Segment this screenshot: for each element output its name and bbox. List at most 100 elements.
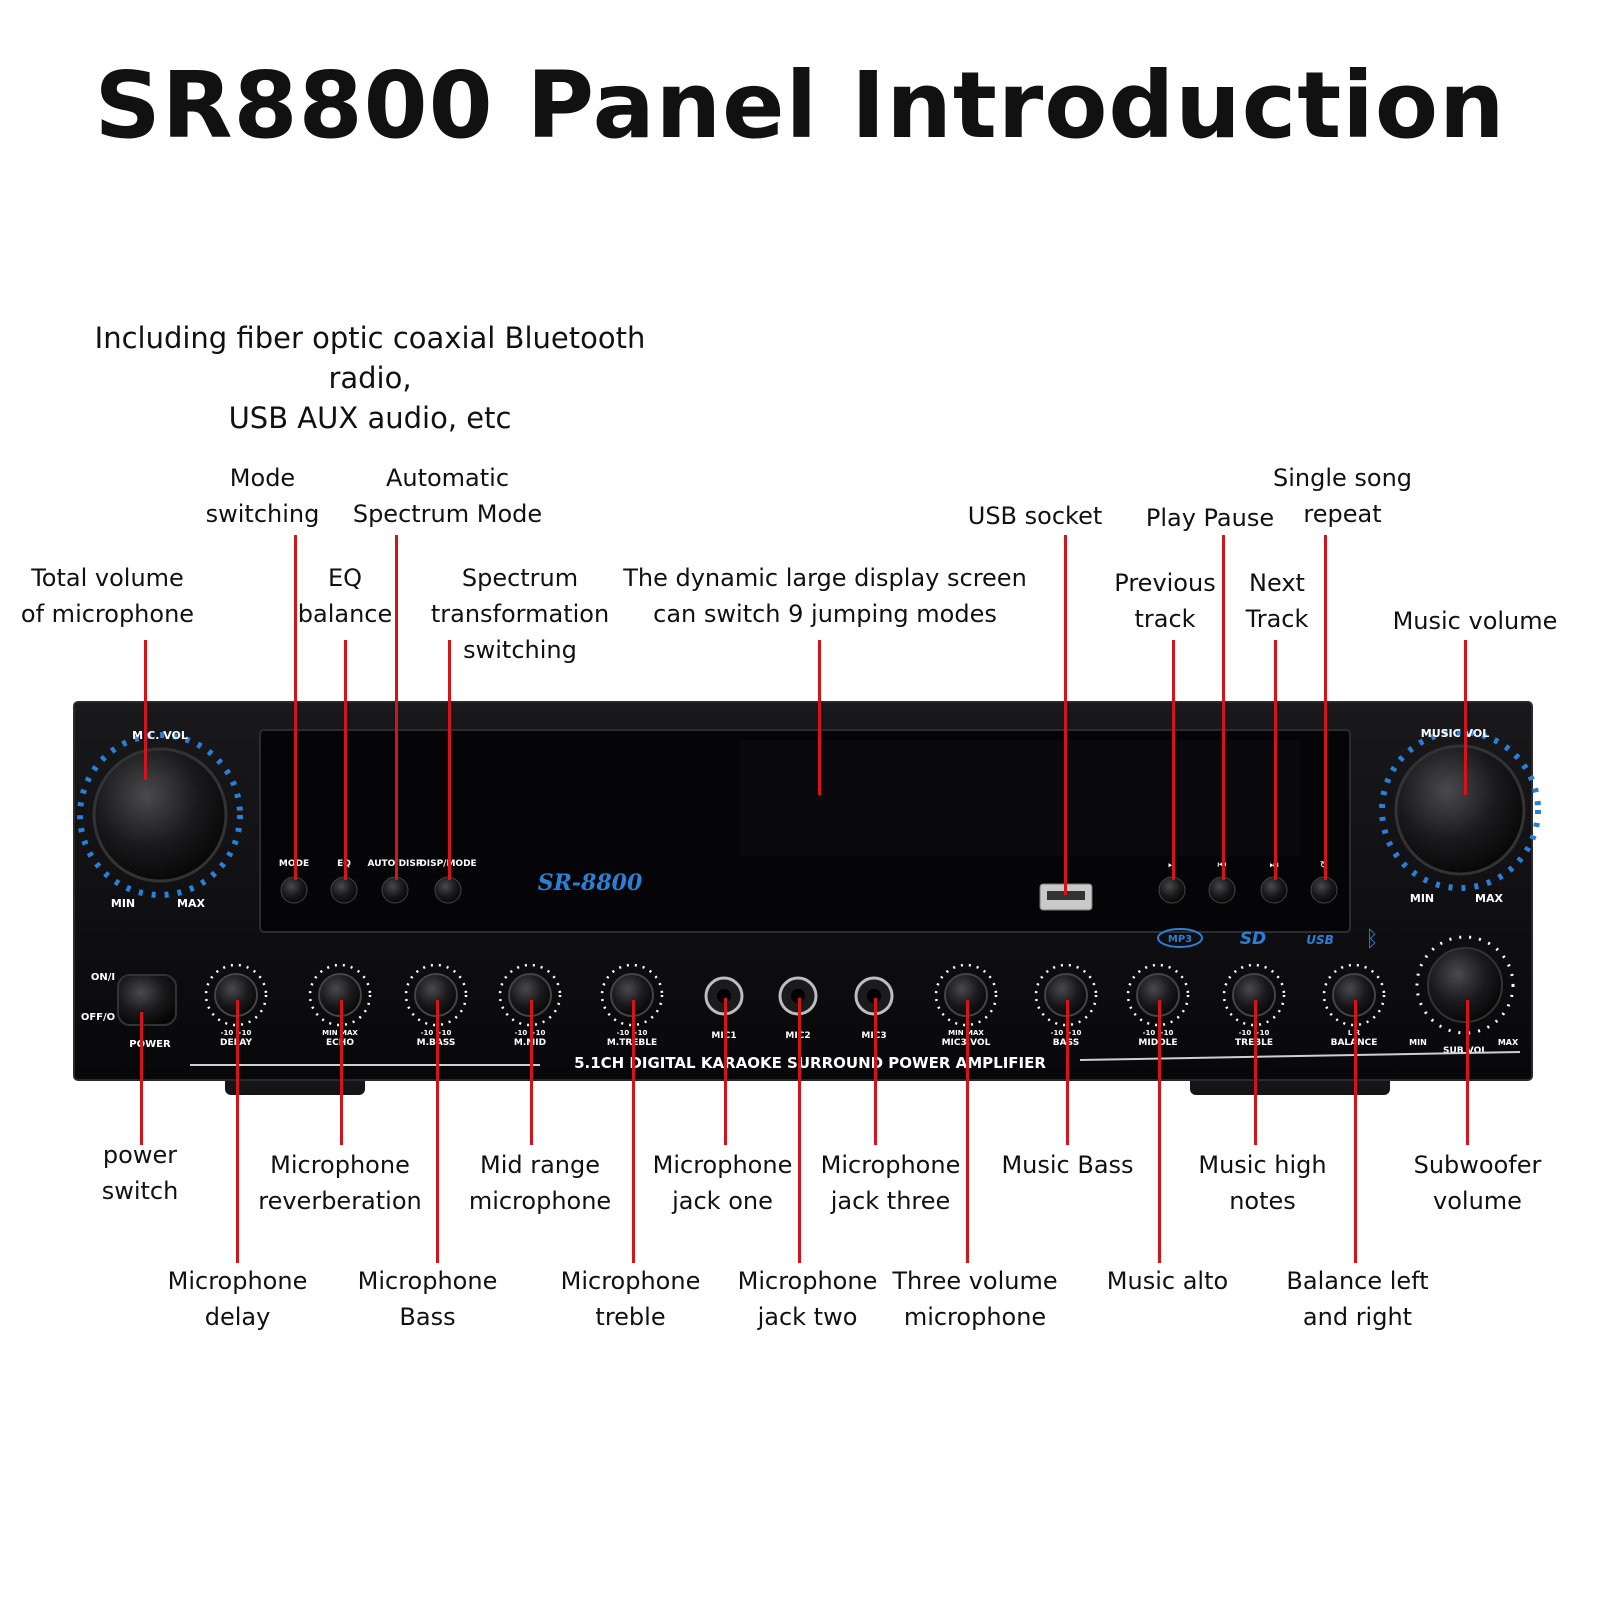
format-badges: MP3 SD USB ᛒ [1157, 927, 1379, 952]
sd-badge: SD [1240, 929, 1266, 949]
leader-mic-treble [632, 1000, 635, 1263]
leader-balance-lr [1354, 1000, 1357, 1263]
label-mode-switching: Mode switching [205, 464, 320, 528]
sub-vol-label: SUB VOL [1443, 1046, 1487, 1056]
mic-vol-min: MIN [111, 897, 135, 910]
knob-scale-ring [1222, 963, 1286, 1027]
mic-vol-max: MAX [177, 897, 205, 910]
power-off-label: OFF/O [81, 1012, 115, 1023]
model-logo: SR-8800 [538, 870, 643, 896]
leader-music-alto [1158, 1000, 1161, 1263]
leader-power-switch [140, 1012, 143, 1145]
knob-scale-ring [1322, 963, 1386, 1027]
leader-music-high [1254, 1000, 1257, 1145]
label-mic-reverb: Microphone reverberation [258, 1151, 422, 1215]
leader-subwoofer-volume [1466, 1000, 1469, 1145]
label-auto-spectrum: Automatic Spectrum Mode [352, 464, 543, 528]
leader-next-track [1274, 640, 1277, 880]
mp3-badge: MP3 [1168, 934, 1192, 945]
label-music-bass: Music Bass [1001, 1151, 1134, 1179]
music-vol-min: MIN [1410, 892, 1434, 905]
label-subwoofer-volume: Subwoofer volume [1413, 1151, 1542, 1215]
label-mic-delay: Microphone delay [167, 1267, 308, 1331]
leader-previous-track [1172, 640, 1175, 880]
label-three-volume-mic: Three volume microphone [892, 1267, 1058, 1331]
amplifier-strip-text: 5.1CH DIGITAL KARAOKE SURROUND POWER AMP… [574, 1054, 1046, 1072]
music-vol-knob[interactable] [1379, 729, 1541, 891]
page-title: SR8800 Panel Introduction [94, 52, 1506, 159]
label-mic-bass: Microphone Bass [357, 1267, 498, 1331]
knob-scale-ring [404, 963, 468, 1027]
label-balance-lr: Balance left and right [1286, 1267, 1429, 1331]
display-screen [740, 740, 1300, 856]
leader-mic-jack-one [724, 998, 727, 1145]
label-play-pause: Play Pause [1145, 504, 1275, 532]
label-previous-track: Previous track [1114, 569, 1216, 633]
sub-vol-min: MIN [1409, 1038, 1427, 1047]
mic-jack-hole [867, 989, 881, 1003]
label-single-repeat: Single song repeat [1272, 464, 1413, 528]
power-on-label: ON/I [91, 972, 115, 983]
mic-vol-label: MIC. VOL [132, 729, 188, 742]
transport-button-3[interactable] [1310, 876, 1338, 904]
leader-auto-spectrum [395, 535, 398, 880]
transport-button-1[interactable] [1208, 876, 1236, 904]
label-music-alto: Music alto [1106, 1267, 1229, 1295]
label-next-track: Next Track [1245, 569, 1309, 633]
panel-button-1[interactable] [330, 876, 358, 904]
subtitle: Including fiber optic coaxial Bluetooth … [50, 318, 690, 438]
label-eq-balance: EQ balance [297, 564, 393, 628]
panel-button-0[interactable] [280, 876, 308, 904]
leader-total-mic-volume [144, 640, 147, 780]
music-vol-label: MUSIC VOL [1421, 727, 1489, 740]
panel-button-2[interactable] [381, 876, 409, 904]
mic-jack-hole [791, 989, 805, 1003]
label-total-mic-volume: Total volume of microphone [20, 564, 195, 628]
knob-scale-ring [934, 963, 998, 1027]
label-mic-jack-one: Microphone jack one [652, 1151, 793, 1215]
strip-line-right [1079, 1051, 1521, 1061]
panel-button-3[interactable] [434, 876, 462, 904]
label-mic-jack-three: Microphone jack three [820, 1151, 961, 1215]
leader-mid-range-mic [530, 1000, 533, 1145]
leader-single-repeat [1324, 535, 1327, 880]
knob-scale-ring [1034, 963, 1098, 1027]
knob-scale-ring [1126, 963, 1190, 1027]
power-button[interactable] [117, 974, 177, 1026]
leader-music-volume [1464, 640, 1467, 795]
sub-vol-knob[interactable] [1415, 935, 1515, 1035]
transport-button-2[interactable] [1260, 876, 1288, 904]
knob-scale-ring [308, 963, 372, 1027]
knob-scale-ring [600, 963, 664, 1027]
leader-music-bass [1066, 1000, 1069, 1145]
power-label: POWER [129, 1039, 171, 1050]
label-mic-treble: Microphone treble [560, 1267, 701, 1331]
label-mic-jack-two: Microphone jack two [737, 1267, 878, 1331]
usb-badge: USB [1306, 933, 1334, 947]
mic-jack-hole [717, 989, 731, 1003]
knob-scale-ring [204, 963, 268, 1027]
label-display-screen: The dynamic large display screen can swi… [623, 564, 1027, 628]
leader-display-screen [818, 640, 821, 795]
leader-mic-reverb [340, 1000, 343, 1145]
leader-mic-bass [436, 1000, 439, 1263]
leader-mic-delay [236, 1000, 239, 1263]
leader-mic-jack-two [798, 998, 801, 1263]
leader-mode-switching [294, 535, 297, 880]
label-music-high: Music high notes [1198, 1151, 1327, 1215]
leader-usb-socket [1064, 535, 1067, 895]
label-usb-socket: USB socket [967, 502, 1103, 530]
leader-eq-balance [344, 640, 347, 880]
bluetooth-icon: ᛒ [1365, 927, 1378, 952]
transport-button-0[interactable] [1158, 876, 1186, 904]
sub-vol-max: MAX [1498, 1038, 1519, 1047]
leader-three-volume-mic [966, 1000, 969, 1263]
knob-scale-ring [498, 963, 562, 1027]
leader-spectrum-switching [448, 640, 451, 880]
leader-play-pause [1222, 535, 1225, 880]
mic-vol-knob[interactable] [77, 732, 243, 898]
subtitle-line-1: Including fiber optic coaxial Bluetooth … [94, 321, 646, 395]
music-vol-max: MAX [1475, 892, 1503, 905]
label-spectrum-switching: Spectrum transformation switching [430, 564, 610, 664]
